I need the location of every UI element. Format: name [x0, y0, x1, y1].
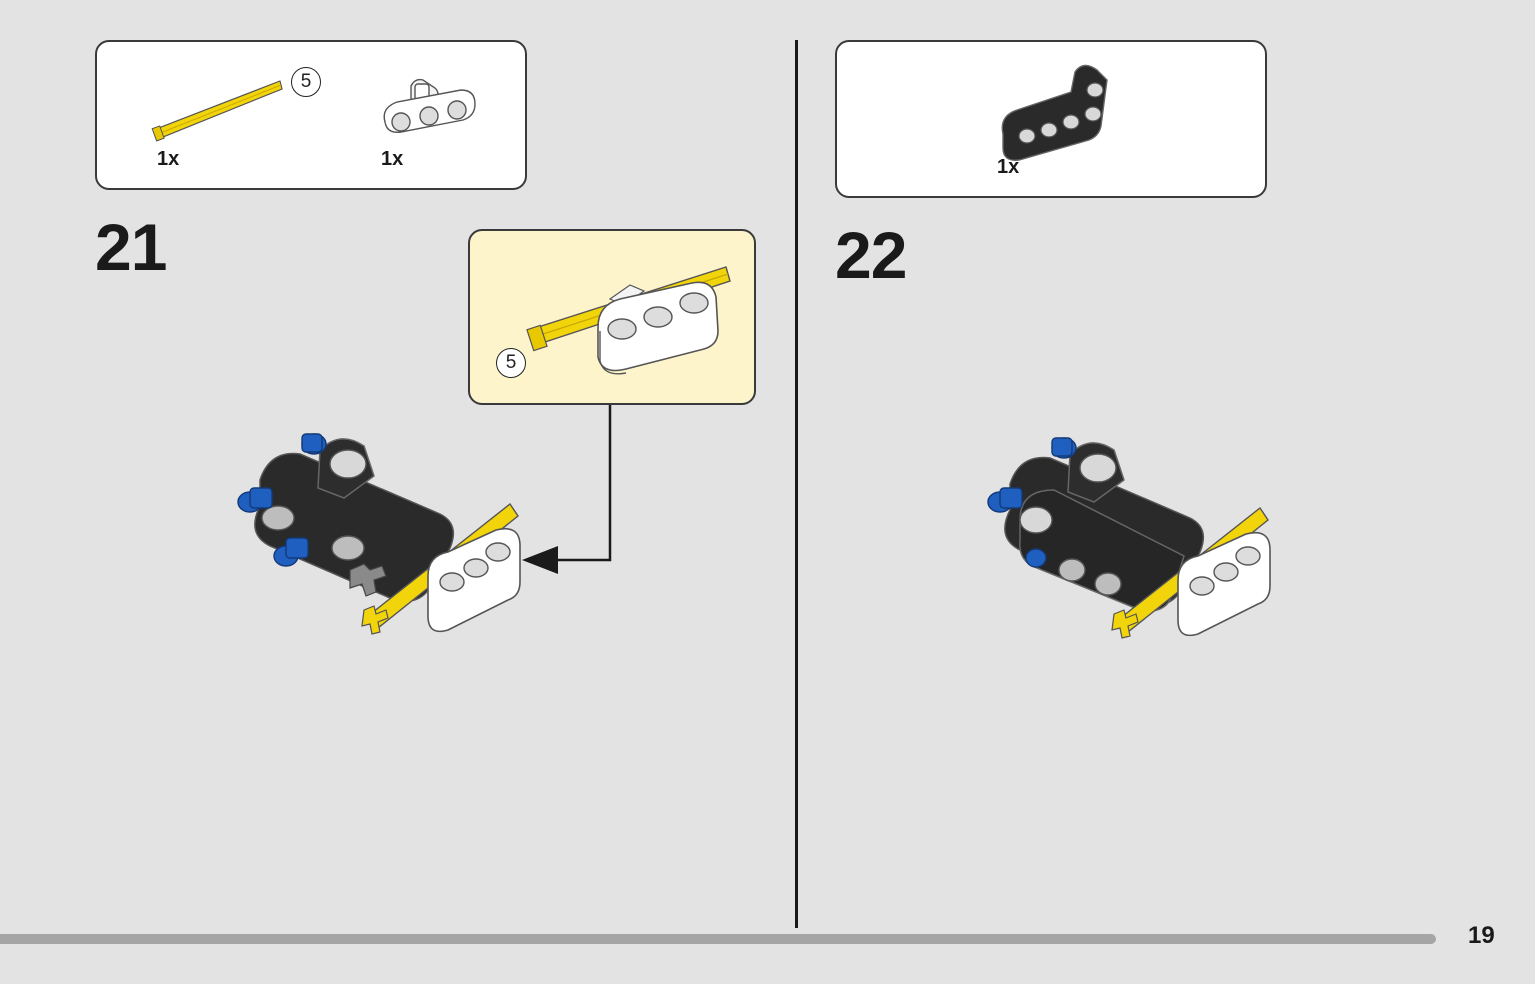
- subassembly-axle-with-beam-icon: [526, 266, 731, 375]
- page-progress-bar: [0, 934, 1436, 944]
- axle-length-badge: 5: [291, 67, 321, 97]
- axle-5-yellow-icon: [151, 80, 283, 142]
- subassembly-callout: 5: [468, 229, 756, 405]
- model-step-21-icon: [237, 433, 521, 635]
- parts-list-step-22: 1x: [835, 40, 1267, 198]
- angled-beam-black-icon: [1001, 64, 1108, 161]
- part-qty: 1x: [381, 148, 404, 170]
- parts-list-step-21: 5 1x 1x: [95, 40, 527, 190]
- part-qty: 1x: [157, 148, 180, 170]
- step-divider: [795, 40, 798, 928]
- axle-length-badge: 5: [496, 348, 526, 378]
- page-number: 19: [1468, 922, 1495, 949]
- step-number-21: 21: [95, 210, 167, 284]
- part-qty: 1x: [997, 156, 1020, 178]
- step-number-22: 22: [835, 218, 907, 292]
- callout-arrow-icon: [522, 405, 612, 574]
- beam-3-with-axle-holder-icon: [383, 78, 476, 133]
- model-step-22-icon: [987, 437, 1271, 639]
